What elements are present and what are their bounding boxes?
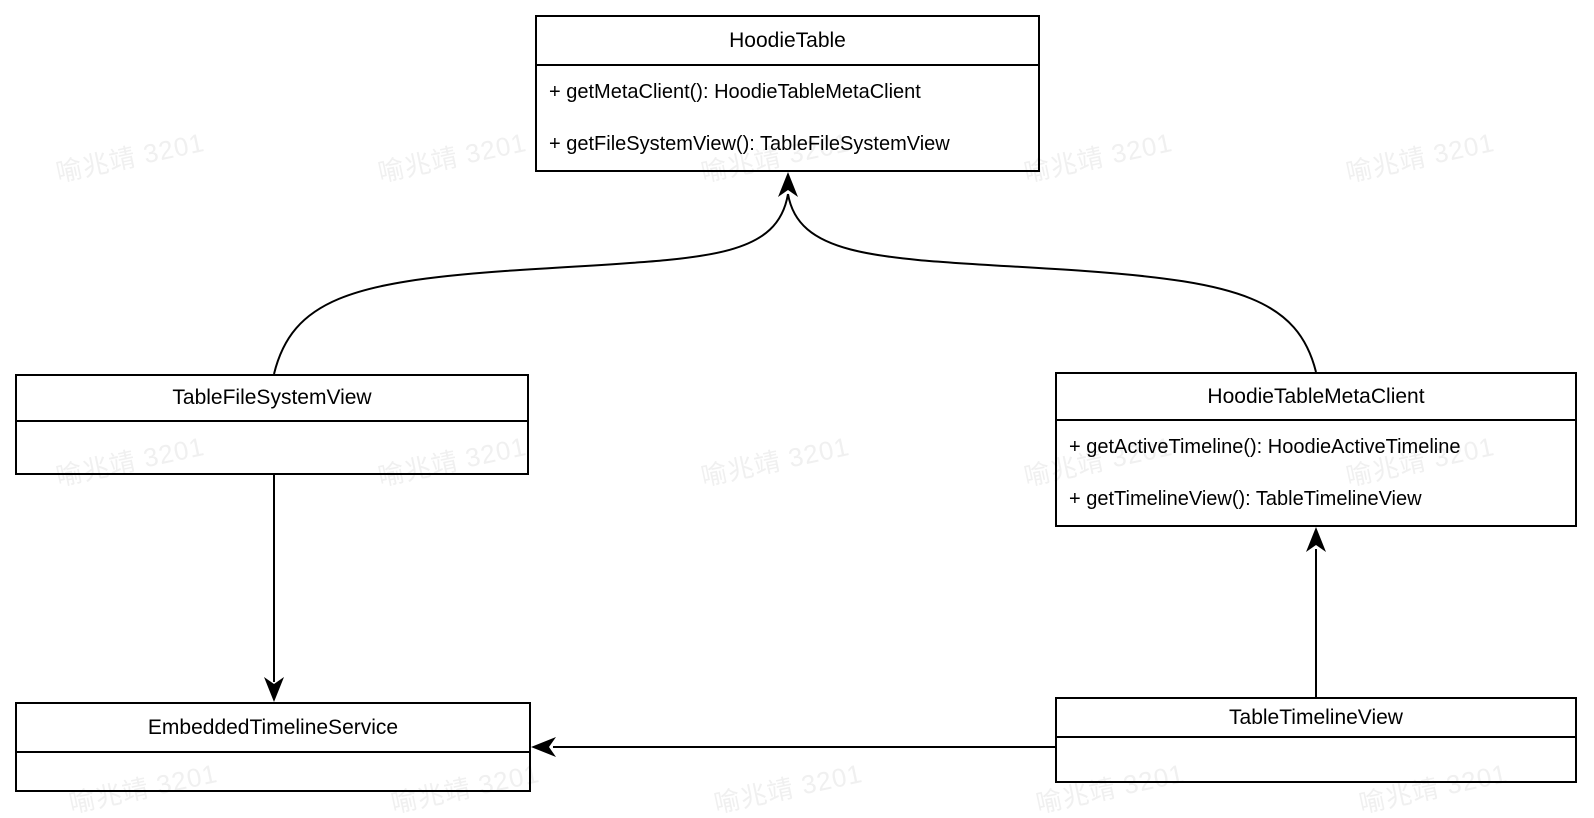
class-title: HoodieTableMetaClient xyxy=(1057,374,1575,421)
class-methods-compartment: + getActiveTimeline(): HoodieActiveTimel… xyxy=(1057,421,1575,525)
class-box-hoodie-table: HoodieTable + getMetaClient(): HoodieTab… xyxy=(535,15,1040,172)
class-box-table-timeline-view: TableTimelineView xyxy=(1055,697,1577,783)
class-methods-compartment xyxy=(1057,738,1575,781)
class-box-hoodie-table-meta-client: HoodieTableMetaClient + getActiveTimelin… xyxy=(1055,372,1577,527)
edge-filesystemview-to-hoodietable xyxy=(273,193,789,375)
class-method: + getActiveTimeline(): HoodieActiveTimel… xyxy=(1069,436,1461,458)
edge-metaclient-to-hoodietable xyxy=(787,193,1317,373)
arrowhead-up-icon xyxy=(778,172,798,197)
class-box-embedded-timeline-service: EmbeddedTimelineService xyxy=(15,702,531,792)
class-method: + getFileSystemView(): TableFileSystemVi… xyxy=(549,133,950,155)
class-title: TableFileSystemView xyxy=(17,376,527,422)
class-method: + getMetaClient(): HoodieTableMetaClient xyxy=(549,81,921,103)
arrowhead-up-icon xyxy=(1306,527,1326,552)
class-methods-compartment xyxy=(17,753,529,790)
class-title: TableTimelineView xyxy=(1057,699,1575,738)
class-title: EmbeddedTimelineService xyxy=(17,704,529,753)
class-title: HoodieTable xyxy=(537,17,1038,66)
arrowhead-down-icon xyxy=(264,677,284,702)
class-box-table-file-system-view: TableFileSystemView xyxy=(15,374,529,475)
class-methods-compartment xyxy=(17,422,527,473)
class-methods-compartment: + getMetaClient(): HoodieTableMetaClient… xyxy=(537,66,1038,170)
arrowhead-left-icon xyxy=(531,737,556,757)
class-method: + getTimelineView(): TableTimelineView xyxy=(1069,488,1422,510)
